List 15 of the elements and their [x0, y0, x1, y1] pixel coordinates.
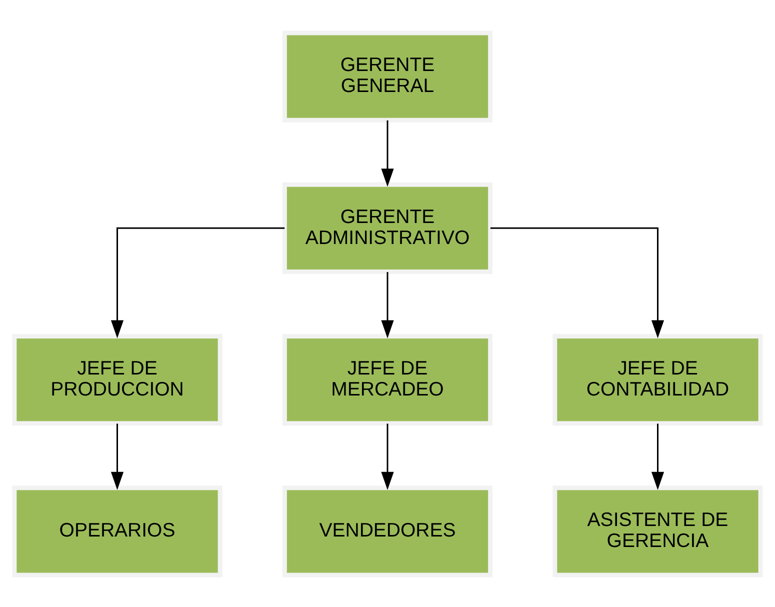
arrow — [381, 423, 394, 490]
arrow — [110, 423, 124, 490]
node-box: GERENTE ADMINISTRATIVO — [282, 182, 493, 274]
arrow — [381, 120, 394, 186]
arrow — [490, 226, 664, 338]
node-box: JEFE DE CONTABILIDAD — [552, 334, 763, 426]
node-box: JEFE DE MERCADEO — [282, 334, 493, 426]
arrow — [110, 226, 285, 338]
arrow — [381, 272, 394, 338]
node-box: GERENTE GENERAL — [282, 30, 493, 122]
node-box: VENDEDORES — [282, 485, 493, 577]
node-box: OPERARIOS — [12, 485, 222, 577]
arrow — [651, 423, 664, 490]
node-box: JEFE DE PRODUCCION — [12, 334, 222, 426]
node-box: ASISTENTE DE GERENCIA — [552, 485, 763, 577]
